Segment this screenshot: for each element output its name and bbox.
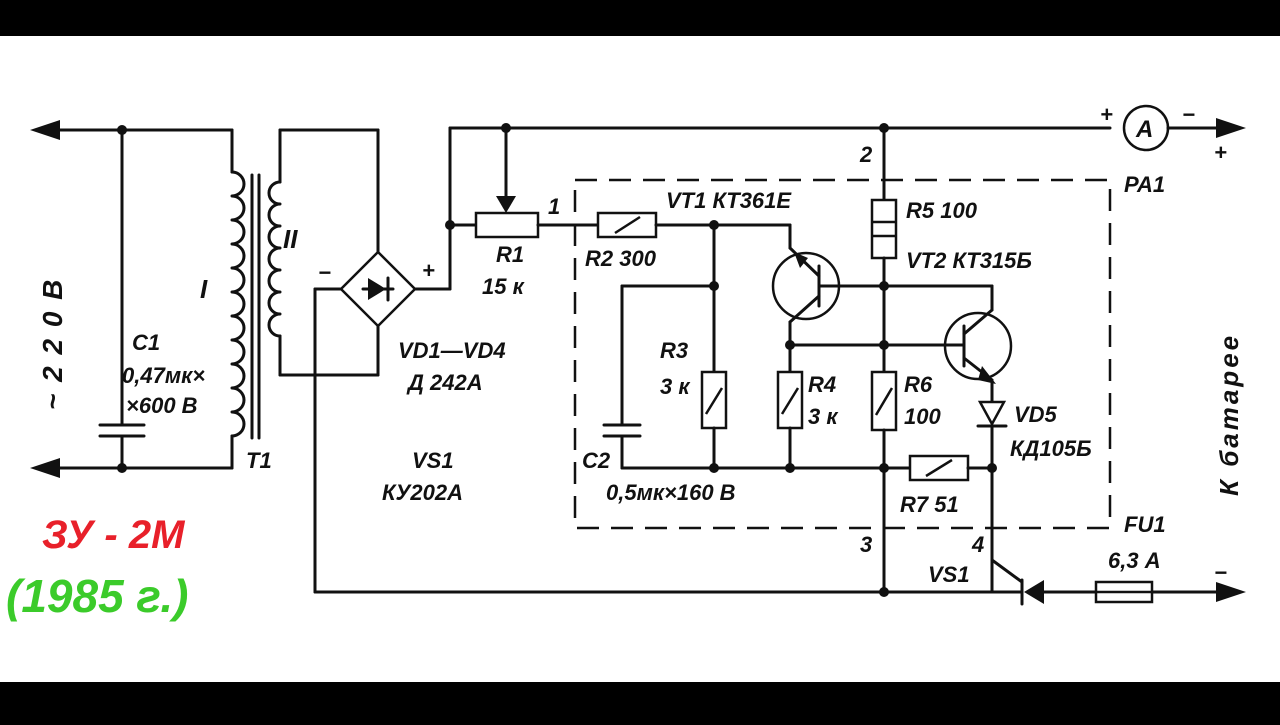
bridge-plus: +: [422, 258, 435, 283]
r5-r6-column: 2 R5 100 VT2 КТ315Б R6 100 3: [859, 123, 1032, 597]
diagram-canvas: [0, 36, 1280, 682]
mains-voltage-label: ~ 2 2 0 В: [37, 278, 68, 410]
secondary-winding-label: II: [283, 224, 298, 254]
r1-value: 15 к: [482, 274, 526, 299]
node-4: 4: [971, 532, 984, 557]
caption-title: ЗУ - 2М: [42, 513, 186, 557]
caption-year: (1985 г.): [6, 570, 188, 622]
vd5-type: КД105Б: [1010, 436, 1092, 461]
node-2: 2: [859, 142, 873, 167]
ammeter-plus: +: [1100, 102, 1113, 127]
vs1-type: КУ202А: [382, 480, 463, 505]
regulator-module-frame: [573, 178, 1112, 530]
transistor-vt1: VT1 КТ361Е: [666, 188, 886, 377]
primary-winding-label: I: [200, 274, 208, 304]
capacitor-c1: C1 0,47мк× ×600 В: [98, 128, 205, 470]
output-minus: −: [1214, 560, 1227, 585]
resistor-r3: R3 3 к: [660, 223, 728, 473]
vd5-name: VD5: [1014, 402, 1058, 427]
vt2-label: VT2 КТ315Б: [906, 248, 1032, 273]
fu1-name: FU1: [1124, 512, 1166, 537]
vt1-label: VT1 КТ361Е: [666, 188, 792, 213]
c1-name: C1: [132, 330, 160, 355]
node-3: 3: [860, 532, 872, 557]
battery-label: К батарее: [1214, 333, 1244, 496]
resistor-r7: R7 51: [900, 454, 994, 517]
r7-label: R7 51: [900, 492, 959, 517]
ammeter-minus: −: [1182, 102, 1195, 127]
output-stage: 4 VS1 FU1 6,3 А − A + − + PA1 К батарее: [313, 102, 1246, 606]
resistor-r4: R4 3 к: [776, 370, 839, 473]
r6-value: 100: [904, 404, 941, 429]
transistor-vt2: [785, 284, 1013, 404]
transformer-label: T1: [246, 448, 272, 473]
bridge-name: VD1—VD4: [398, 338, 506, 363]
r3-value: 3 к: [660, 374, 691, 399]
vs1-bottom-label: VS1: [928, 562, 970, 587]
capacitor-c2: C2 0,5мк×160 В: [582, 284, 912, 505]
mains-input: ~ 2 2 0 В: [30, 120, 234, 478]
r2-label: R2 300: [585, 246, 657, 271]
r1-name: R1: [496, 242, 524, 267]
c2-name: C2: [582, 448, 611, 473]
c2-value: 0,5мк×160 В: [606, 480, 736, 505]
resistor-r2: R2 300: [585, 211, 792, 271]
bridge-type: Д 242А: [406, 370, 483, 395]
caption: ЗУ - 2М (1985 г.): [6, 513, 188, 622]
c1-value-2: ×600 В: [126, 393, 198, 418]
potentiometer-r1: R1 15 к 1: [445, 123, 1112, 299]
diode-vd5: VD5 КД105Б: [976, 400, 1092, 594]
output-plus: +: [1214, 140, 1227, 165]
fu1-value: 6,3 А: [1108, 548, 1161, 573]
r3-name: R3: [660, 338, 688, 363]
node-1: 1: [548, 194, 560, 219]
vs1-name: VS1: [412, 448, 454, 473]
r4-name: R4: [808, 372, 836, 397]
diode-bridge: + − VD1—VD4 Д 242А VS1 КУ202А: [313, 250, 506, 594]
pa1-name: PA1: [1124, 172, 1165, 197]
bridge-minus: −: [318, 260, 331, 285]
c1-value-1: 0,47мк×: [122, 363, 205, 388]
transformer-t1: I II T1: [200, 128, 380, 473]
ammeter-symbol: A: [1135, 116, 1153, 143]
r6-name: R6: [904, 372, 933, 397]
r5-label: R5 100: [906, 198, 978, 223]
r4-value: 3 к: [808, 404, 839, 429]
